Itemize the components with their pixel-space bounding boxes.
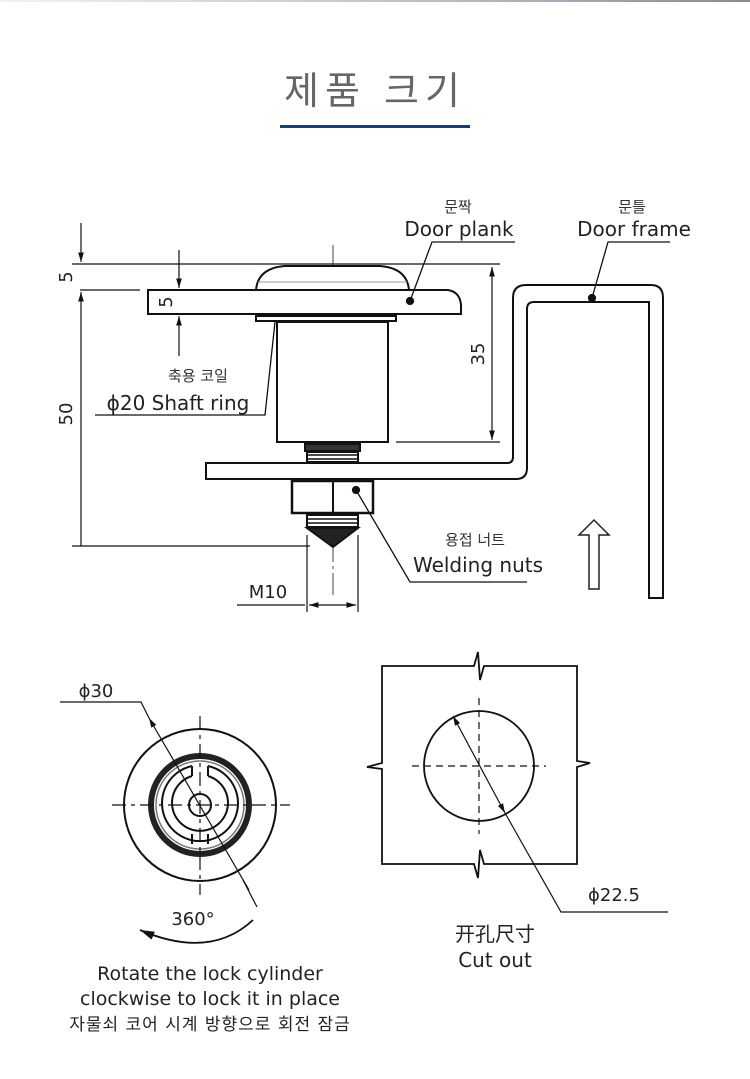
dim-head-value: 5 <box>56 271 77 282</box>
rotate-caption-kr: 자물쇠 코어 시계 방향으로 회전 잠금 <box>69 1015 351 1035</box>
shaft-ring-label-en: ϕ20 Shaft ring <box>107 391 250 415</box>
front-view <box>60 701 290 944</box>
rotate-caption-line1: Rotate the lock cylinder <box>97 963 323 985</box>
door-frame <box>205 284 664 599</box>
dim-plank-value: 5 <box>156 296 177 307</box>
welding-nuts-leader <box>351 485 527 583</box>
shaft-ring-label-kr: 축용 코일 <box>168 367 228 385</box>
washer <box>255 315 397 322</box>
cutout-label-en: Cut out <box>458 948 532 972</box>
door-frame-label-kr: 문틀 <box>618 198 646 216</box>
welding-nuts-label-kr: 용접 너트 <box>445 531 505 549</box>
door-frame-leader <box>587 241 670 303</box>
door-frame-label-en: Door frame <box>577 217 691 241</box>
cap-dome <box>254 265 411 291</box>
dim-thread-value: M10 <box>249 582 287 603</box>
cutout-label-cn: 开孔尺寸 <box>455 922 535 946</box>
dimension-lines <box>72 223 500 612</box>
door-plank-leader <box>405 241 515 306</box>
dim-total-value: 50 <box>56 403 77 426</box>
panel-outline <box>366 651 591 879</box>
thread-upper <box>304 443 361 452</box>
bolt-tip <box>303 527 361 549</box>
title-underline <box>280 125 470 128</box>
rotation-arrow-icon <box>139 919 254 944</box>
door-plank-label-kr: 문짝 <box>444 198 472 216</box>
dim-body-value: 35 <box>468 343 489 366</box>
shaft-ring-leader <box>95 321 276 416</box>
welding-nuts-label-en: Welding nuts <box>413 553 543 577</box>
door-plank <box>147 289 462 315</box>
page-title: 제품 크기 <box>284 69 466 113</box>
cutout-view <box>366 651 668 913</box>
top-divider <box>0 0 750 2</box>
cutout-diameter-value: ϕ22.5 <box>588 885 640 906</box>
rotation-value: 360° <box>171 909 214 930</box>
front-diameter-value: ϕ30 <box>79 681 114 702</box>
side-view <box>147 245 664 599</box>
door-plank-label-en: Door plank <box>404 217 514 241</box>
lock-body <box>276 321 389 443</box>
thread-lower <box>306 451 359 463</box>
rotate-caption-line2: clockwise to lock it in place <box>80 988 340 1010</box>
up-arrow-icon <box>577 518 611 590</box>
